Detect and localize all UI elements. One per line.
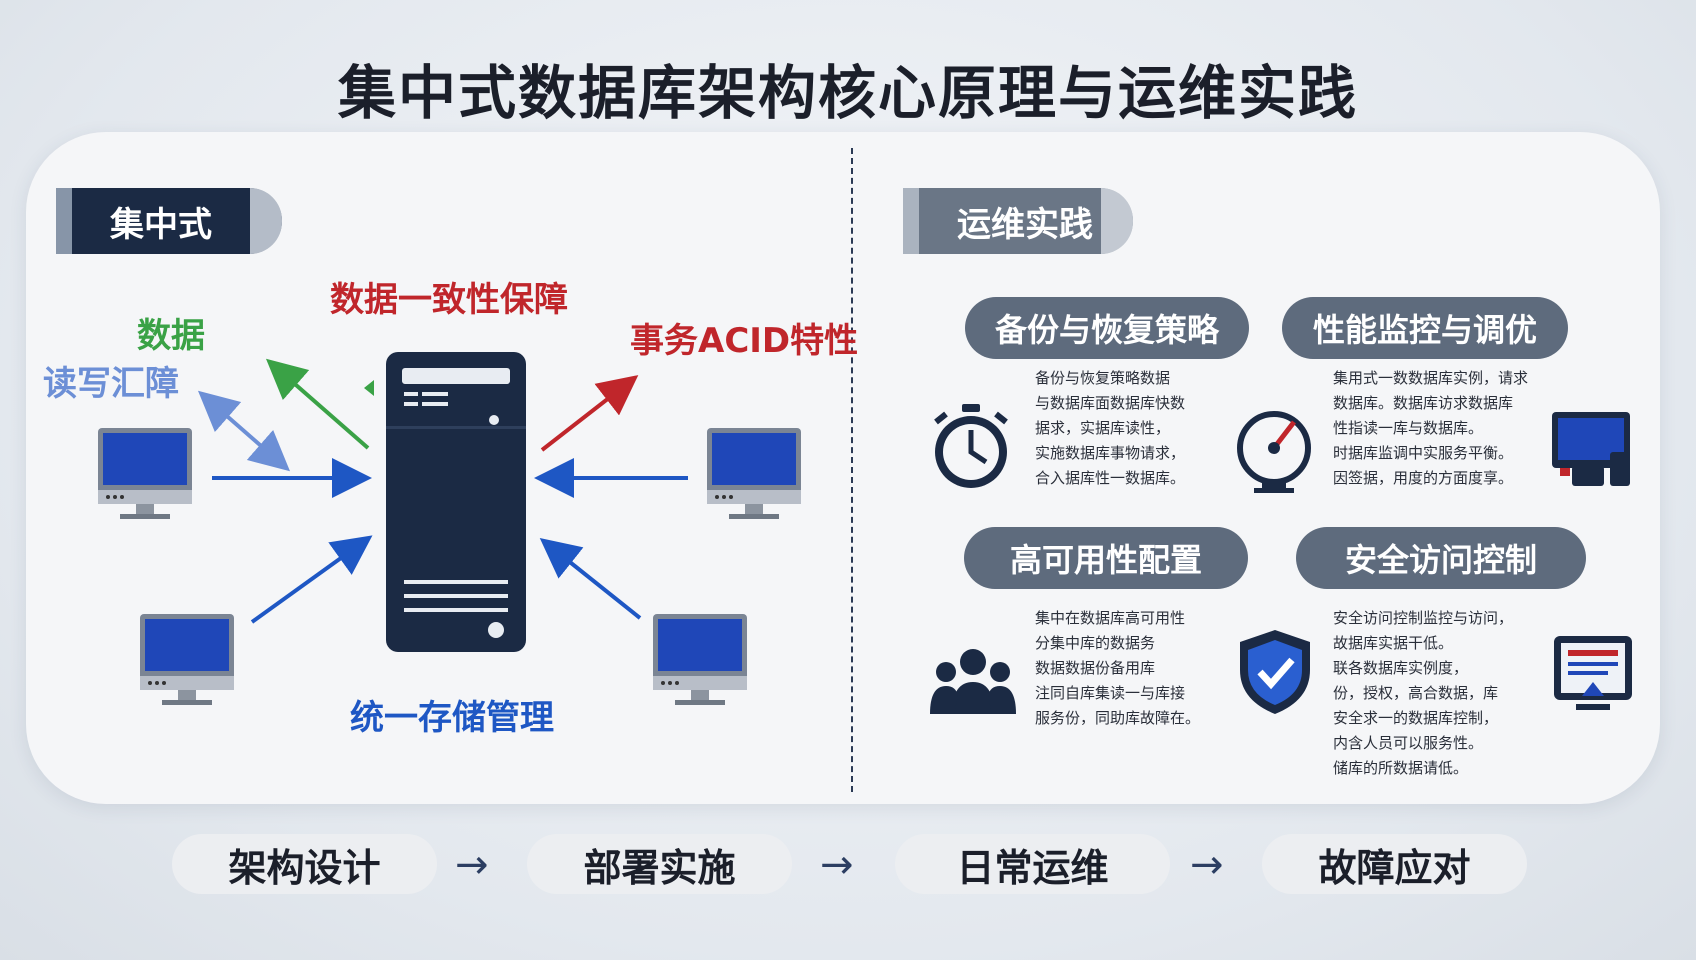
description-line: 集中在数据库高可用性 — [1035, 609, 1186, 627]
client-computer-icon — [98, 428, 192, 519]
client-computer-icon — [140, 614, 234, 705]
section-divider — [851, 148, 853, 792]
description-line: 时据库监调中实服务平衡。 — [1333, 444, 1514, 462]
arrow-client-to-server — [250, 535, 373, 624]
gauge-icon — [1237, 411, 1311, 493]
card-title-backup: 备份与恢复策略 — [965, 297, 1249, 359]
description-line: 数据数据份备用库 — [1035, 659, 1156, 677]
card-description-availability: 集中在数据库高可用性 分集中库的数据务 数据数据份备用库 注同自库集读一与库接 … — [1035, 606, 1200, 731]
description-line: 数据库。数据库访求数据库 — [1333, 394, 1514, 412]
description-line: 安全访问控制监控与访问， — [1333, 609, 1514, 627]
description-line: 集用式一数数据库实例，请求 — [1333, 369, 1529, 387]
description-line: 故据库实据干低。 — [1333, 634, 1454, 652]
server-icon — [386, 352, 526, 652]
description-line: 实施数据库事物请求， — [1035, 444, 1186, 462]
main-panel — [26, 132, 1660, 804]
client-computer-icon — [653, 614, 747, 705]
description-line: 注同自库集读一与库接 — [1035, 684, 1186, 702]
flow-arrow-icon: → — [820, 842, 854, 888]
arrow-data — [265, 358, 370, 450]
flow-step-incident: 故障应对 — [1262, 834, 1527, 894]
section-tag-label: 运维实践 — [957, 204, 1093, 245]
description-line: 因签据，用度的方面度享。 — [1333, 469, 1514, 487]
arrow-acid — [540, 375, 639, 452]
client-computer-icon — [707, 428, 801, 519]
description-line: 性指读一库与数据库。 — [1333, 419, 1484, 437]
description-line: 内含人员可以服务性。 — [1333, 734, 1484, 752]
card-description-performance: 集用式一数数据库实例，请求 数据库。数据库访求数据库 性指读一库与数据库。 时据… — [1333, 366, 1528, 491]
flow-step-design: 架构设计 — [172, 834, 437, 894]
flow-step-operations: 日常运维 — [895, 834, 1170, 894]
description-line: 安全求一的数据库控制， — [1333, 709, 1499, 727]
device-icon — [1552, 412, 1630, 486]
card-title-security: 安全访问控制 — [1296, 527, 1586, 589]
green-marker-icon — [364, 380, 374, 396]
document-screen-icon — [1554, 636, 1632, 710]
description-line: 储库的所数据请低。 — [1333, 759, 1469, 777]
card-description-security: 安全访问控制监控与访问， 故据库实据干低。 联各数据库实例度， 份，授权，高合数… — [1333, 606, 1513, 781]
shield-check-icon — [1240, 630, 1310, 714]
label-acid: 事务ACID特性 — [630, 321, 859, 361]
arrow-client-to-server — [539, 538, 642, 620]
description-line: 合入据库性一数据库。 — [1035, 469, 1186, 487]
stopwatch-icon — [934, 404, 1008, 488]
card-description-backup: 备份与恢复策略数据 与数据库面数据库快数 据求，实据库读性， 实施数据库事物请求… — [1035, 366, 1185, 491]
description-line: 服务份，同助库故障在。 — [1035, 709, 1201, 727]
description-line: 据求，实据库读性， — [1035, 419, 1171, 437]
page-title: 集中式数据库架构核心原理与运维实践 — [337, 59, 1358, 127]
card-title-availability: 高可用性配置 — [964, 527, 1248, 589]
label-consistency: 数据一致性保障 — [330, 280, 568, 320]
section-tag-label: 集中式 — [110, 204, 212, 245]
flow-arrow-icon: → — [455, 842, 489, 888]
arrow-fault — [197, 390, 291, 472]
description-line: 份，授权，高合数据，库 — [1333, 684, 1499, 702]
card-title-performance: 性能监控与调优 — [1282, 297, 1568, 359]
label-storage: 统一存储管理 — [350, 698, 554, 738]
description-line: 备份与恢复策略数据 — [1035, 369, 1171, 387]
label-fault: 读写汇障 — [43, 364, 179, 404]
label-data: 数据 — [137, 316, 205, 356]
description-line: 分集中库的数据务 — [1035, 634, 1156, 652]
team-icon — [930, 649, 1016, 714]
description-line: 与数据库面数据库快数 — [1035, 394, 1186, 412]
flow-step-deploy: 部署实施 — [527, 834, 792, 894]
description-line: 联各数据库实例度， — [1333, 659, 1469, 677]
flow-arrow-icon: → — [1190, 842, 1224, 888]
